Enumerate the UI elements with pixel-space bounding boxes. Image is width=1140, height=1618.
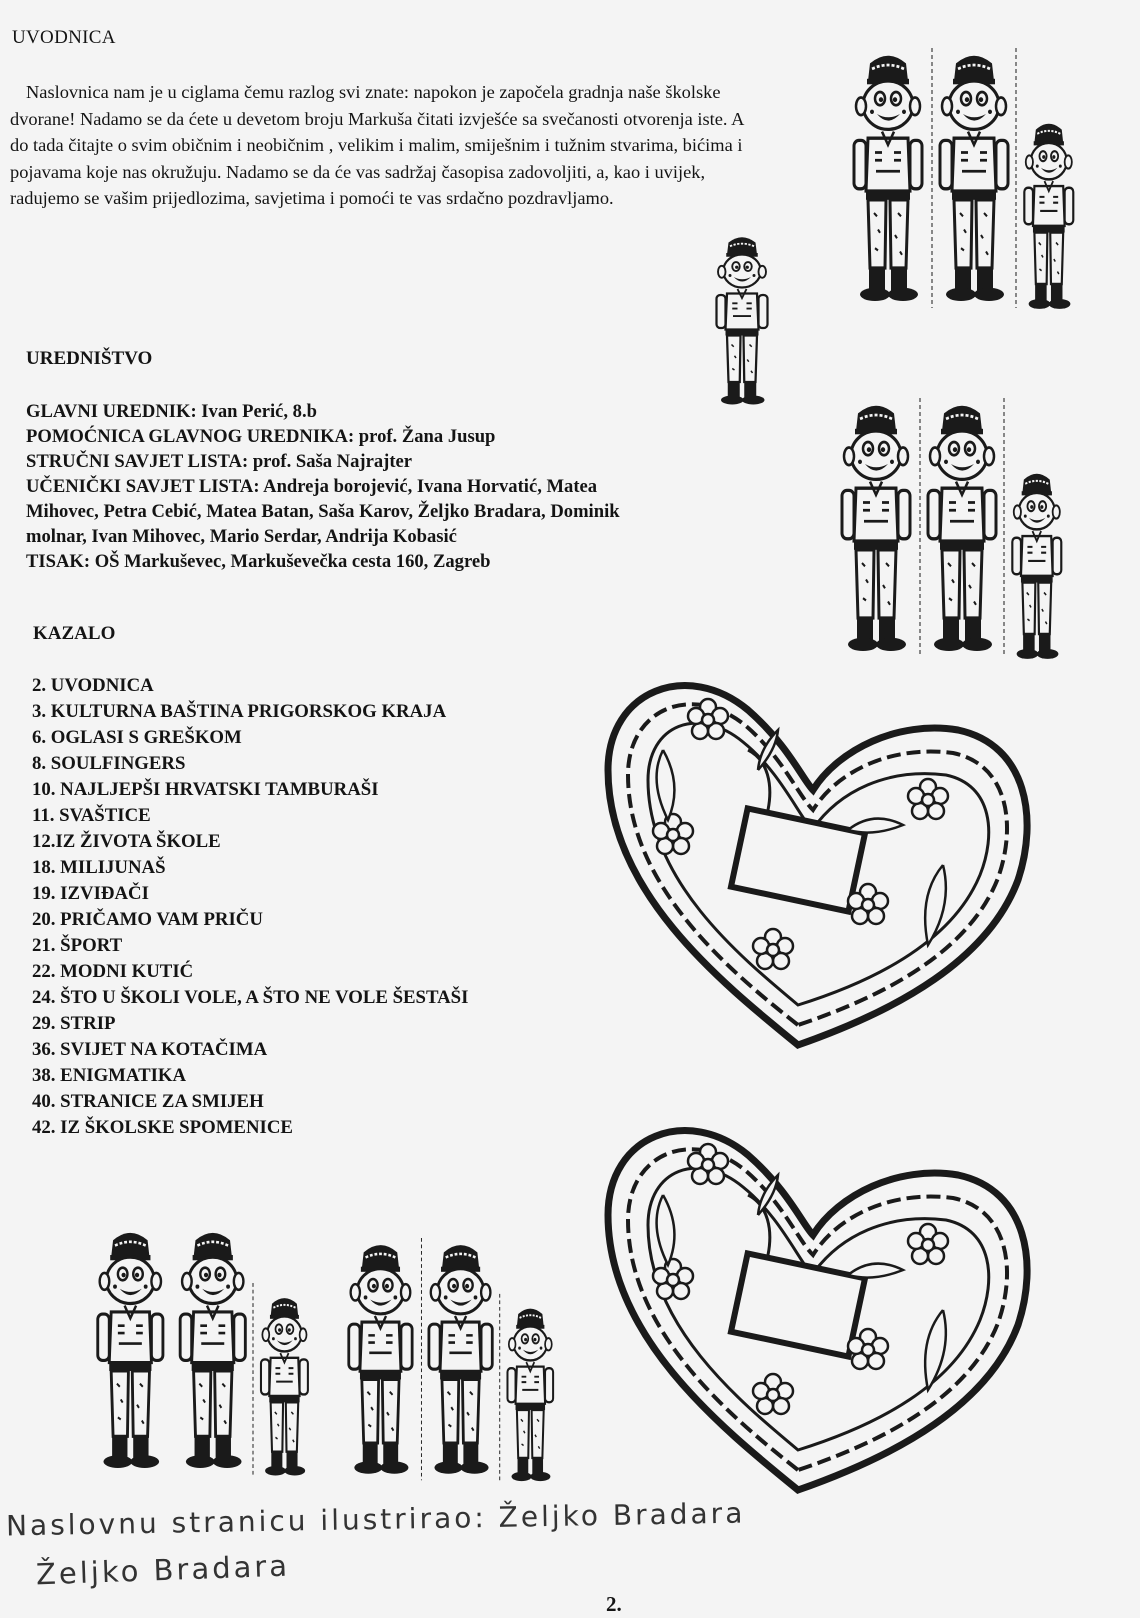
contents-list: 2. UVODNICA 3. KULTURNA BAŠTINA PRIGORSK… <box>32 673 468 1141</box>
intro-heading: UVODNICA <box>12 27 116 48</box>
contents-item: 8. SOULFINGERS <box>32 753 186 774</box>
contents-item: 40. STRANICE ZA SMIJEH <box>32 1091 264 1112</box>
contents-item: 21. ŠPORT <box>32 935 123 956</box>
contents-item: 18. MILIJUNAŠ <box>32 857 166 878</box>
contents-item: 10. NAJLJEPŠI HRVATSKI TAMBURAŠI <box>32 779 379 800</box>
staff-heading: UREDNIŠTVO <box>26 348 153 369</box>
illustrator-credit: Naslovnu stranicu ilustrirao: Željko Bra… <box>5 1496 746 1543</box>
intro-text: Naslovnica nam je u ciglama čemu razlog … <box>10 82 744 208</box>
contents-item: 29. STRIP <box>32 1013 116 1034</box>
contents-item: 19. IZVIĐAČI <box>32 883 149 904</box>
heart-illustration-top <box>598 650 1038 1070</box>
boys-illustration-top <box>852 48 1075 311</box>
heart-illustration-bottom <box>598 1095 1038 1515</box>
staff-line: GLAVNI UREDNIK: Ivan Perić, 8.b <box>26 401 317 422</box>
illustrator-signature: Željko Bradara <box>35 1548 291 1592</box>
contents-item: 20. PRIČAMO VAM PRIČU <box>32 909 263 930</box>
contents-item: 38. ENIGMATIKA <box>32 1065 187 1086</box>
boys-illustration-bottom-right <box>347 1238 555 1483</box>
contents-item: 36. SVIJET NA KOTAČIMA <box>32 1039 268 1060</box>
staff-line: UČENIČKI SAVJET LISTA: Andreja borojević… <box>26 476 598 497</box>
contents-heading: KAZALO <box>33 623 116 644</box>
boys-illustration-bottom-left <box>96 1231 310 1477</box>
boys-illustration-middle <box>840 398 1063 661</box>
boy-illustration-single <box>715 236 769 406</box>
staff-line: molnar, Ivan Mihovec, Mario Serdar, Andr… <box>26 526 457 547</box>
contents-item: 2. UVODNICA <box>32 675 154 696</box>
staff-line: STRUČNI SAVJET LISTA: prof. Saša Najrajt… <box>26 451 413 472</box>
staff-line: TISAK: OŠ Markuševec, Markuševečka cesta… <box>26 551 491 572</box>
contents-item: 42. IZ ŠKOLSKE SPOMENICE <box>32 1117 293 1138</box>
staff-line: Mihovec, Petra Cebić, Matea Batan, Saša … <box>26 501 620 522</box>
contents-item: 12.IZ ŽIVOTA ŠKOLE <box>32 831 221 852</box>
staff-list: GLAVNI UREDNIK: Ivan Perić, 8.b POMOĆNIC… <box>26 399 746 574</box>
contents-item: 6. OGLASI S GREŠKOM <box>32 727 242 748</box>
contents-item: 22. MODNI KUTIĆ <box>32 961 194 982</box>
contents-item: 24. ŠTO U ŠKOLI VOLE, A ŠTO NE VOLE ŠEST… <box>32 987 469 1008</box>
contents-item: 3. KULTURNA BAŠTINA PRIGORSKOG KRAJA <box>32 701 447 722</box>
staff-line: POMOĆNICA GLAVNOG UREDNIKA: prof. Žana J… <box>26 426 496 447</box>
page-number: 2. <box>606 1592 622 1616</box>
contents-item: 11. SVAŠTICE <box>32 805 151 826</box>
